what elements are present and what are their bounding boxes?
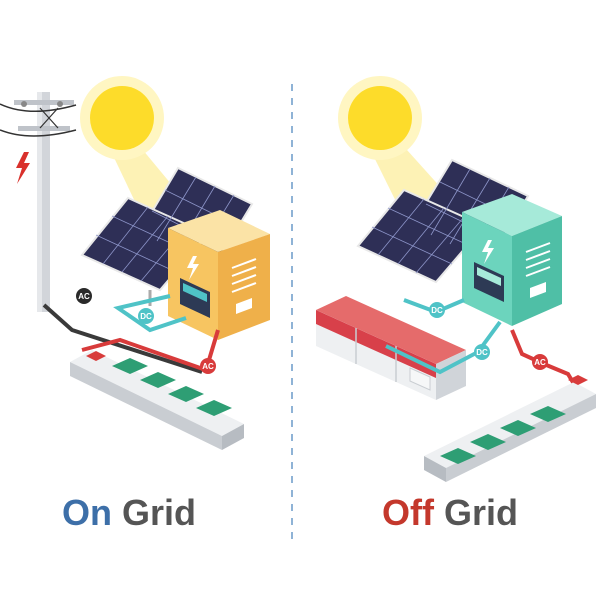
dc-label-left: DC <box>138 308 154 324</box>
dc-label-right-top: DC <box>429 302 445 318</box>
svg-text:DC: DC <box>431 306 443 315</box>
svg-text:DC: DC <box>140 312 152 321</box>
ac-label-strip: AC <box>200 358 216 374</box>
utility-pole-icon <box>0 92 77 312</box>
grid-ac-wire <box>42 303 203 374</box>
dc-wire-right-bottom <box>385 320 502 375</box>
on-grid-title-word1: On <box>62 492 112 533</box>
power-strip-icon <box>70 350 244 450</box>
svg-text:AC: AC <box>202 362 214 371</box>
svg-text:DC: DC <box>476 348 488 357</box>
svg-text:AC: AC <box>534 358 546 367</box>
on-grid-title: On Grid <box>62 488 196 538</box>
ac-label-pole: AC <box>76 288 92 304</box>
svg-text:AC: AC <box>78 292 90 301</box>
off-grid-title-word1: Off <box>382 492 434 533</box>
ac-label-right: AC <box>532 354 548 370</box>
on-grid-title-word2: Grid <box>122 492 197 533</box>
off-grid-title-word2: Grid <box>444 492 519 533</box>
lightning-icon <box>16 152 30 184</box>
off-grid-section: DC DC AC <box>316 76 596 482</box>
on-grid-section: AC DC AC <box>0 76 270 450</box>
dc-wire-left <box>113 294 187 333</box>
ac-wire-left <box>81 329 220 373</box>
power-strip-icon <box>424 375 596 482</box>
inverter-icon <box>168 210 270 340</box>
dc-label-right-bottom: DC <box>474 344 490 360</box>
off-grid-title: Off Grid <box>382 488 518 538</box>
inverter-icon <box>462 194 562 326</box>
